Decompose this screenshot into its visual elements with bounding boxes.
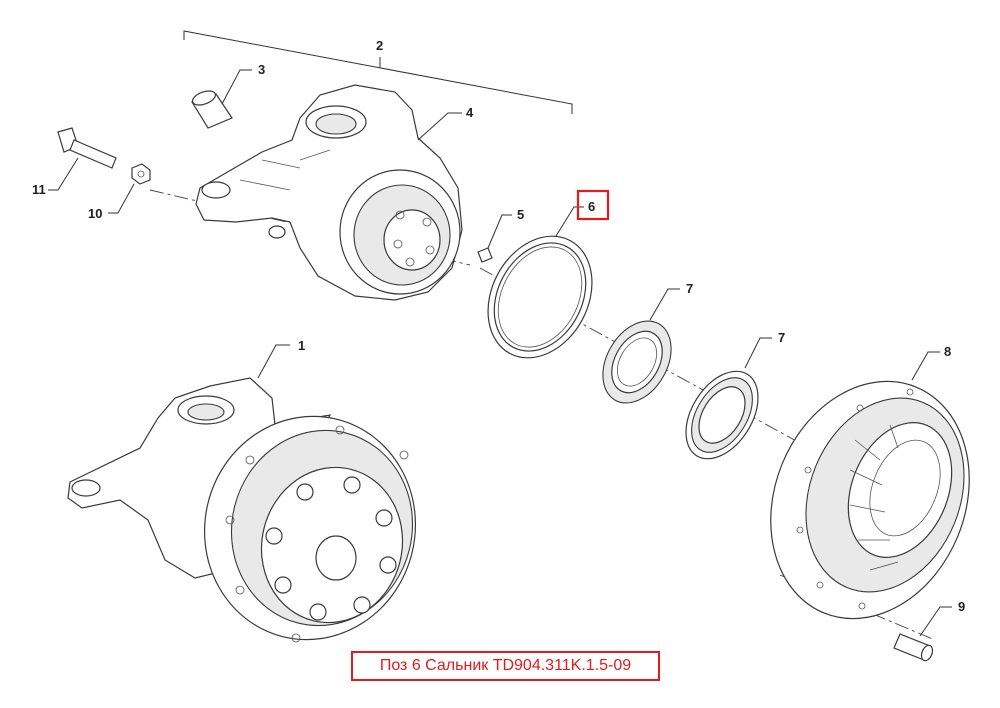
leader-4 bbox=[417, 112, 462, 141]
callout-9: 9 bbox=[958, 599, 965, 614]
callout-8: 8 bbox=[944, 344, 951, 359]
callout-3: 3 bbox=[258, 62, 265, 77]
leader-9 bbox=[919, 606, 952, 637]
leader-1 bbox=[257, 344, 290, 379]
callout-10: 10 bbox=[88, 206, 102, 221]
nut-part bbox=[131, 163, 151, 185]
bearing-part-a bbox=[602, 320, 672, 404]
callout-5: 5 bbox=[517, 207, 524, 222]
bearing-part-b bbox=[685, 370, 759, 460]
bolt-part bbox=[57, 127, 117, 169]
leader-7b bbox=[744, 337, 772, 369]
leader-11 bbox=[48, 157, 79, 191]
leader-10 bbox=[108, 183, 135, 214]
leader-3 bbox=[221, 69, 252, 105]
callout-6-highlight bbox=[576, 189, 610, 221]
leader-6 bbox=[555, 206, 584, 237]
leader-7a bbox=[649, 288, 680, 321]
hub-carrier-part bbox=[770, 380, 970, 620]
callout-4: 4 bbox=[466, 105, 474, 120]
pin-part bbox=[893, 633, 934, 662]
bushing-part bbox=[191, 90, 233, 129]
group-bracket bbox=[183, 30, 573, 114]
callout-2: 2 bbox=[376, 38, 383, 53]
callout-7b: 7 bbox=[778, 330, 785, 345]
assembled-hub-part bbox=[67, 377, 417, 643]
callout-6: 6 bbox=[588, 199, 595, 214]
callout-11: 11 bbox=[32, 182, 46, 197]
part-caption: Поз 6 Сальник TD904.311K.1.5-09 bbox=[351, 651, 660, 681]
callout-1: 1 bbox=[298, 338, 305, 353]
grease-fitting-part bbox=[477, 247, 493, 263]
leader-5 bbox=[487, 214, 512, 249]
leader-8 bbox=[911, 351, 940, 381]
seal-ring-part bbox=[487, 235, 593, 359]
callout-7a: 7 bbox=[686, 281, 693, 296]
steering-knuckle-part bbox=[195, 84, 463, 301]
